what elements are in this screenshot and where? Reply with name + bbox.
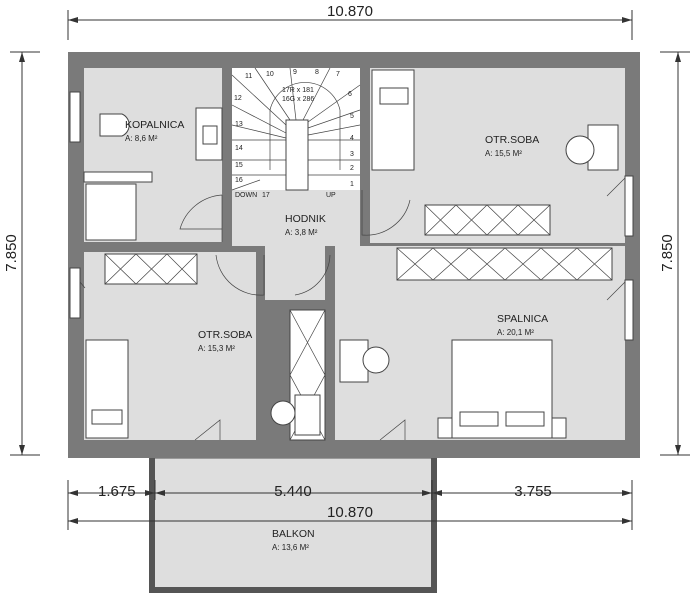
bed-top-right: [371, 69, 415, 171]
bathroom-fixtures: [83, 107, 223, 241]
otr-soba-top-name: OTR.SOBA: [485, 134, 539, 146]
wardrobe-spalnica: [396, 247, 613, 281]
dimension-top: 10.870: [67, 3, 633, 40]
balkon: [149, 457, 437, 593]
step-10: 10: [266, 71, 274, 78]
stairs-down-label: DOWN: [235, 192, 257, 199]
step-5: 5: [350, 113, 354, 120]
double-bed: [437, 339, 567, 439]
hodnik-name: HODNIK: [285, 213, 326, 225]
dimension-segment-2: 5.440: [274, 483, 312, 500]
dimension-segment-3: 3.755: [514, 483, 552, 500]
stairs-risers: 17R x 181: [282, 87, 314, 94]
stairs-goings: 16G x 286: [282, 96, 314, 103]
kopalnica-area: A: 8,6 M²: [125, 134, 158, 143]
dimension-right: 7.850: [659, 51, 690, 456]
step-12: 12: [234, 95, 242, 102]
kopalnica-name: KOPALNICA: [125, 119, 184, 131]
step-13: 13: [235, 121, 243, 128]
dimension-left: 7.850: [3, 51, 40, 456]
bed-left: [85, 339, 129, 439]
step-9: 9: [293, 69, 297, 76]
step-16: 16: [235, 177, 243, 184]
step-2: 2: [350, 165, 354, 172]
dimension-total-label: 10.870: [327, 504, 373, 521]
step-11: 11: [245, 73, 252, 80]
room-hodnik: [232, 190, 360, 246]
dimension-left-label: 7.850: [3, 234, 20, 272]
balkon-area: A: 13,6 M²: [272, 543, 309, 552]
desk-spalnica: [339, 339, 390, 383]
staircase-steps: 1 2 3 4 5 6 7 8 9 10 11 12 13 14 15 16 1…: [231, 67, 361, 199]
spalnica-area: A: 20,1 M²: [497, 328, 534, 337]
otr-soba-top-area: A: 15,5 M²: [485, 149, 522, 158]
stairs-up-label: UP: [326, 192, 336, 199]
step-14: 14: [235, 145, 243, 152]
dimension-right-label: 7.850: [659, 234, 676, 272]
otr-soba-left-area: A: 15,3 M²: [198, 344, 235, 353]
step-7: 7: [336, 71, 340, 78]
dimension-segment-1: 1.675: [98, 483, 136, 500]
step-8: 8: [315, 69, 319, 76]
wardrobe-top-right: [424, 204, 551, 236]
step-15: 15: [235, 162, 243, 169]
wardrobe-left: [104, 253, 198, 285]
windows: [69, 91, 634, 341]
step-6: 6: [348, 91, 352, 98]
balkon-name: BALKON: [272, 528, 315, 540]
spalnica-name: SPALNICA: [497, 313, 548, 325]
step-1: 1: [350, 181, 354, 188]
step-17: 17: [262, 192, 270, 199]
dimension-bottom-segments: 1.675 5.440 3.755 10.870: [67, 480, 633, 530]
hodnik-area: A: 3,8 M²: [285, 228, 318, 237]
otr-soba-left-name: OTR.SOBA: [198, 329, 252, 341]
step-4: 4: [350, 135, 354, 142]
desk-left: [270, 394, 321, 436]
hodnik-extension: [265, 246, 325, 300]
dimension-top-label: 10.870: [327, 3, 373, 20]
desk-top-right: [565, 124, 619, 171]
step-3: 3: [350, 151, 354, 158]
